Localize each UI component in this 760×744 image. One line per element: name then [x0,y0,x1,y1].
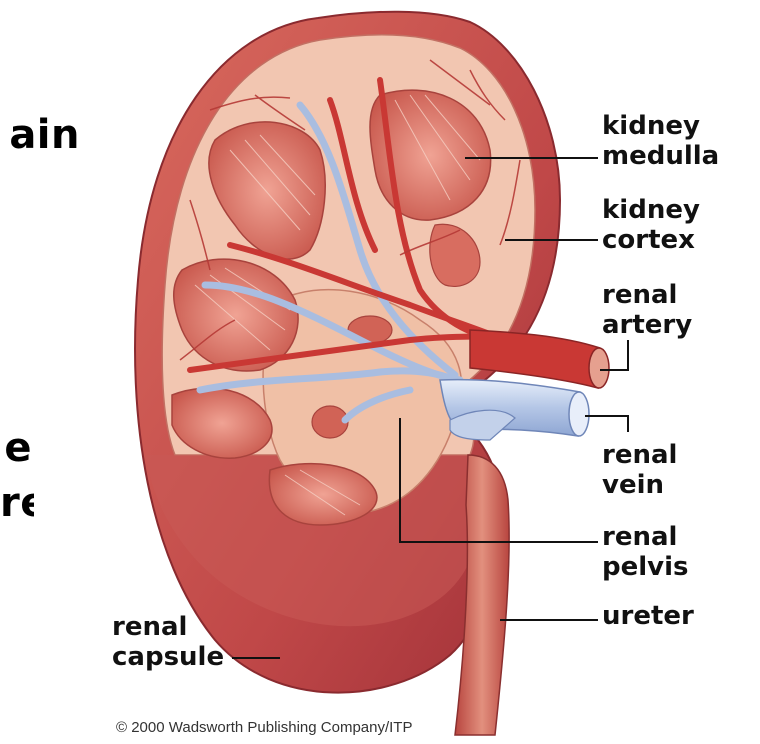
copyright-notice: © 2000 Wadsworth Publishing Company/ITP [116,719,412,736]
renal-vein-opening [569,392,589,436]
label-ureter: ureter [602,601,694,631]
renal-artery-opening [589,348,609,388]
renal-artery [470,330,600,388]
